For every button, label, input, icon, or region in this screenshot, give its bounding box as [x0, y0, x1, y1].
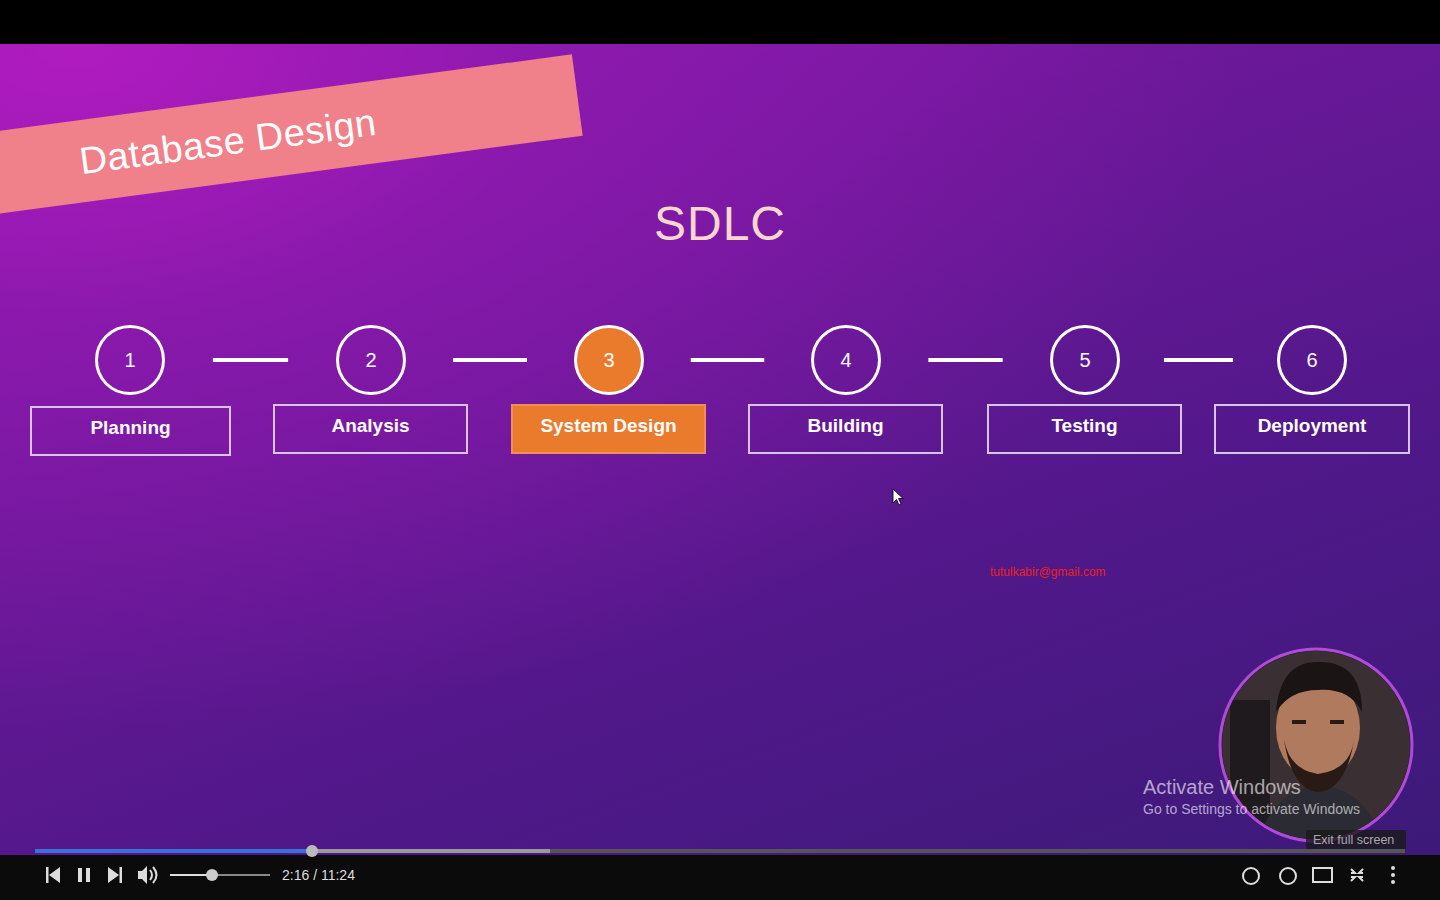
phase-label: Planning — [90, 417, 170, 439]
step-number: 2 — [365, 349, 376, 372]
phase-box: Building — [748, 404, 943, 454]
phase-box: Analysis — [273, 404, 468, 454]
slide-title: SDLC — [0, 196, 1440, 251]
phase-label: Deployment — [1258, 415, 1367, 437]
phase-label: Analysis — [331, 415, 409, 437]
progress-track — [35, 849, 1405, 853]
connector — [928, 360, 1002, 361]
step-circle: 3 — [574, 325, 644, 395]
tooltip-text: Exit full screen — [1313, 833, 1394, 847]
phase-label: Building — [808, 415, 884, 437]
connector — [691, 360, 764, 361]
top-bar — [0, 0, 1440, 44]
email-watermark: tutulkabir@gmail.com — [990, 565, 1106, 579]
step-circle: 6 — [1277, 325, 1347, 395]
tooltip-ground — [1306, 830, 1406, 850]
step-circle: 1 — [95, 325, 165, 395]
step-number: 1 — [124, 349, 135, 372]
circle-shape — [576, 327, 643, 394]
progress-buffer — [35, 849, 550, 853]
phase-box: Planning — [30, 406, 231, 456]
phase-box: Testing — [987, 404, 1182, 454]
connector — [1164, 360, 1233, 361]
circle-shape — [338, 327, 405, 394]
phase-label: Testing — [1051, 415, 1117, 437]
phase-box: System Design — [511, 404, 706, 454]
circle-shape — [1279, 327, 1346, 394]
connector-line — [213, 358, 288, 362]
connector-line — [453, 358, 527, 362]
connector — [213, 360, 288, 361]
step-circle: 5 — [1050, 325, 1120, 395]
phase-box: Deployment — [1214, 404, 1410, 454]
circle-shape — [813, 327, 880, 394]
connector — [453, 360, 527, 361]
os-watermark: Go to Settings to activate Windows — [1143, 801, 1360, 817]
step-number: 3 — [603, 349, 614, 372]
step-circle: 2 — [336, 325, 406, 395]
step-circle: 4 — [811, 325, 881, 395]
connector-line — [1164, 358, 1233, 362]
progress-thumb — [306, 845, 318, 857]
player-controls — [46, 866, 1395, 884]
step-number: 4 — [840, 349, 851, 372]
presenter-figure — [1218, 648, 1418, 850]
connector-line — [691, 358, 764, 362]
circle-shape — [1052, 327, 1119, 394]
step-number: 6 — [1306, 349, 1317, 372]
step-number: 5 — [1079, 349, 1090, 372]
phase-label: System Design — [540, 415, 676, 437]
mouse-cursor — [893, 489, 903, 505]
circle-shape — [97, 327, 164, 394]
progress-played — [35, 849, 312, 853]
os-watermark: Activate Windows — [1143, 776, 1301, 799]
connector-line — [928, 358, 1002, 362]
time-display: 2:16 / 11:24 — [282, 867, 355, 883]
